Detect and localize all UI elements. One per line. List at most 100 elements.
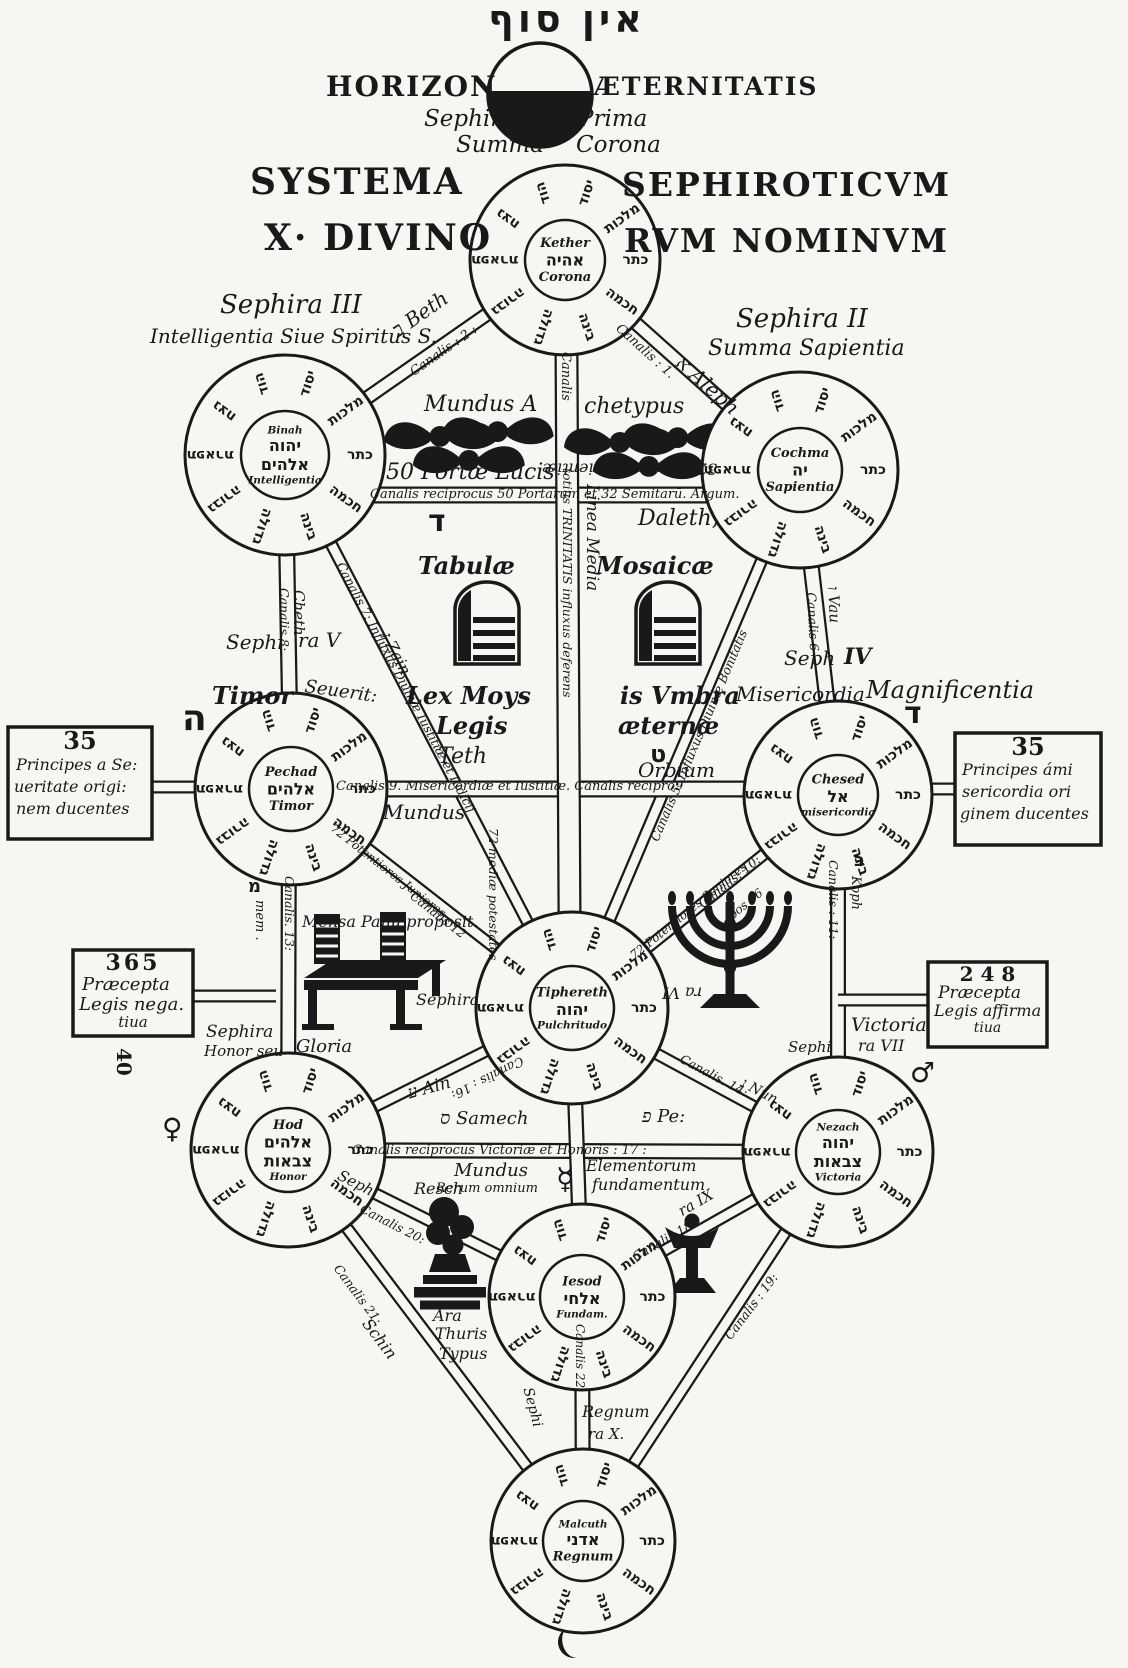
mem-glyph: מ <box>248 876 262 897</box>
box-l35-num: 35 <box>63 726 97 755</box>
sephira-nezach-center-line-0: Nezach <box>815 1121 859 1133</box>
laver <box>665 1213 719 1293</box>
sephira-pechad-center-line-1: אלהים <box>267 779 315 798</box>
sephira-tiphereth-center-line-2: Pulchritudo <box>536 1019 607 1031</box>
sephira-malcuth-center-line-0: Malcuth <box>558 1518 608 1530</box>
victoria-label: Victoria <box>851 1014 927 1036</box>
misericordia-label: Misericordia <box>736 682 865 706</box>
sephira-pechad-center-line-0: Pechad <box>264 765 318 780</box>
cherub-group-right <box>564 423 734 480</box>
sephira-nezach-spoke-7: הוד <box>805 1071 827 1097</box>
typus-label: Typus <box>439 1344 488 1363</box>
sephira-v-2: ra V <box>298 628 341 652</box>
sephira-nezach-center-line-2: צבאות <box>814 1152 862 1171</box>
box-365-line2: Legis nega. <box>79 994 185 1015</box>
sephira-kether-center-line-0: Kether <box>539 236 591 251</box>
mensa-table <box>302 912 446 1030</box>
sephira-chesed-center-line-0: Chesed <box>812 773 865 788</box>
lex-moys: Lex Moys <box>406 681 531 710</box>
box-l35-line3: nem ducentes <box>16 799 130 818</box>
box-365-line1: Præcepta <box>82 974 170 995</box>
venus-glyph: ♀ <box>162 1112 183 1145</box>
box-248-num: 2 4 8 <box>959 962 1016 986</box>
mem-word: mem . <box>252 900 267 941</box>
sephira-iesod-spoke-7: הוד <box>549 1217 571 1243</box>
title-x-divino: X· DIVINO <box>264 217 493 259</box>
sephira-ii: Sephira II <box>736 304 868 334</box>
mundus-archetypus-1: Mundus A <box>424 392 538 417</box>
rerum-omnium: Rerum omnium <box>436 1181 538 1196</box>
daleth-glyph: ד <box>428 504 446 539</box>
mensa-label: Mensa Panū proposit. <box>302 912 479 931</box>
sephira-pechad-spoke-0: כתר <box>350 781 376 797</box>
sephira-nezach-spoke-5: תפארת <box>743 1144 790 1160</box>
teth-word: Teth <box>438 744 487 769</box>
box-248-line1: Præcepta <box>938 983 1021 1003</box>
daleth-word: Daleth, <box>638 506 719 531</box>
honor-seu: Honor seu <box>204 1042 283 1060</box>
teth-glyph: ט <box>650 740 667 768</box>
canalis-22: Canalis 22: <box>573 1324 587 1393</box>
sephira-tiphereth-center-line-1: יהוה <box>556 1000 588 1019</box>
sephira-kether-spoke-8: יסוד <box>575 178 598 208</box>
title-sephiroticvm: SEPHIROTICVM <box>622 165 951 204</box>
regnum-label: Regnum <box>582 1402 650 1421</box>
aeternae: æternæ <box>618 711 720 740</box>
sephira-cochma-spoke-7: הוד <box>766 387 788 413</box>
box-r35-num: 35 <box>1011 732 1045 761</box>
pe-letter: פ Pe: <box>642 1106 686 1127</box>
sephira-prima-1: Sephira <box>424 106 515 132</box>
sephira-iesod-spoke-5: תפארת <box>488 1289 535 1305</box>
ara-censer <box>414 1197 486 1310</box>
sephira-iesod-center-line-0: Iesod <box>561 1275 601 1290</box>
sephira-chesed-spoke-0: כתר <box>895 787 921 803</box>
orbium-label: Orbium <box>638 758 716 782</box>
mundus-label-1: Mundus <box>383 800 466 824</box>
summa-corona-1: Summa <box>456 132 544 158</box>
sephira-hod-spoke-0: כתר <box>348 1142 374 1158</box>
sephira-nezach-center-line-3: Victoria <box>815 1171 862 1183</box>
ra-x: ra X. <box>588 1425 625 1443</box>
sephira-nezach-spoke-0: כתר <box>897 1144 923 1160</box>
sephira-hod-center-line-3: Honor <box>268 1171 308 1183</box>
title-systema: SYSTEMA <box>250 161 464 203</box>
sephira-v-1: Sephi <box>226 630 284 654</box>
box-365-num: 365 <box>105 950 161 976</box>
title-rvm-nominvm: RVM NOMINVM <box>624 221 950 260</box>
sephira-tiphereth-spoke-0: כתר <box>631 1000 657 1016</box>
sephira-prima-2: Prima <box>578 106 648 132</box>
box-praecepta-negativa <box>71 948 195 1038</box>
canalis-9: Canalis 9. Misericordiæ et Iustitiæ. Can… <box>336 779 684 794</box>
sephira-kether-center-line-2: Corona <box>539 270 591 285</box>
sephira-tiphereth-spoke-7: הוד <box>539 926 561 952</box>
sephira-pechad-spoke-5: תפארת <box>196 781 243 797</box>
horizon-sphere <box>486 41 594 149</box>
seph-iv-2: IV <box>844 644 872 670</box>
canalis-reciprocus-portarum: Canalis reciprocus 50 Portarum et 32 Sem… <box>370 487 740 502</box>
legis: Legis <box>436 711 508 740</box>
ain-soph: אין סוף <box>488 0 646 41</box>
cherub-group-left <box>384 417 554 474</box>
mercury-glyph: ☿ <box>556 1162 575 1197</box>
forty-label: 40 <box>112 1048 136 1076</box>
fundamentum: fundamentum <box>592 1175 706 1194</box>
sephira-pechad-center-line-2: Timor <box>269 799 314 814</box>
sephira-iii: Sephira III <box>220 290 362 320</box>
thuris-label: Thuris <box>435 1324 488 1343</box>
sephira-binah-spoke-8: יסוד <box>296 369 319 399</box>
sephira-hod-center-line-0: Hod <box>272 1118 303 1133</box>
crescent-moon <box>558 1626 579 1658</box>
sephira-chesed-center-line-1: אל <box>827 787 848 806</box>
sephira-tiphereth-spoke-5: תפארת <box>477 1000 524 1016</box>
sephira-hod-center-line-1: אלהים <box>264 1132 312 1151</box>
samech-letter: ס Samech <box>440 1108 529 1129</box>
box-principes-severitate <box>6 725 154 841</box>
canalis-17: Canalis reciprocus Victoriæ et Honoris :… <box>352 1143 647 1158</box>
box-248-line3: tiua <box>973 1020 1002 1036</box>
sephira-binah-spoke-5: תפארת <box>187 447 234 463</box>
